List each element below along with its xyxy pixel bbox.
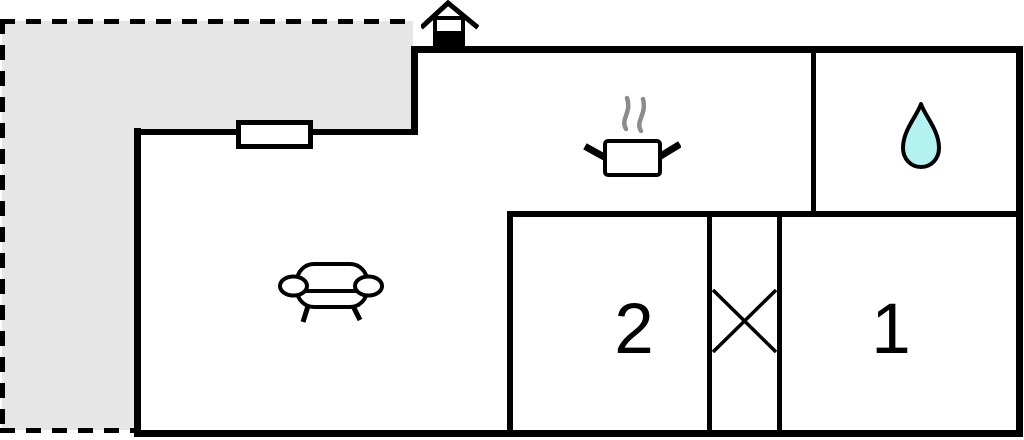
sofa-armrest-left xyxy=(278,274,309,298)
window xyxy=(236,120,313,149)
pot-body xyxy=(603,139,662,177)
steam-line-left xyxy=(622,95,631,132)
house-door xyxy=(436,31,462,43)
water-drop-icon xyxy=(901,102,941,169)
cooking-pot-icon xyxy=(583,95,681,177)
sofa-icon xyxy=(278,262,384,323)
bedroom-2-number: 2 xyxy=(614,289,654,369)
wall-right xyxy=(1016,46,1023,437)
wall-left xyxy=(134,128,141,437)
wall-wardrobe-right xyxy=(777,211,782,437)
crossed-lines-icon xyxy=(712,289,777,353)
wall-bottom xyxy=(134,430,1023,437)
wall-top-left-corner-vertical xyxy=(411,46,418,135)
wall-bathroom-left xyxy=(811,46,816,217)
wall-top xyxy=(411,46,1023,53)
sofa-armrest-right xyxy=(353,274,384,298)
house-roof xyxy=(421,0,479,30)
wall-bedroom-block-top xyxy=(507,211,1023,217)
wall-bedroom2-left xyxy=(507,211,513,437)
steam-line-right xyxy=(637,96,647,134)
terrace-area-left xyxy=(2,131,134,430)
house-entrance-icon xyxy=(421,0,479,46)
water-drop-shape xyxy=(901,102,941,169)
sofa-leg-left xyxy=(300,305,311,323)
bedroom-1-number: 1 xyxy=(871,289,911,369)
wall-wardrobe-left xyxy=(707,211,712,437)
terrace-dashed-border xyxy=(0,19,415,433)
terrace-area-top xyxy=(2,21,413,131)
